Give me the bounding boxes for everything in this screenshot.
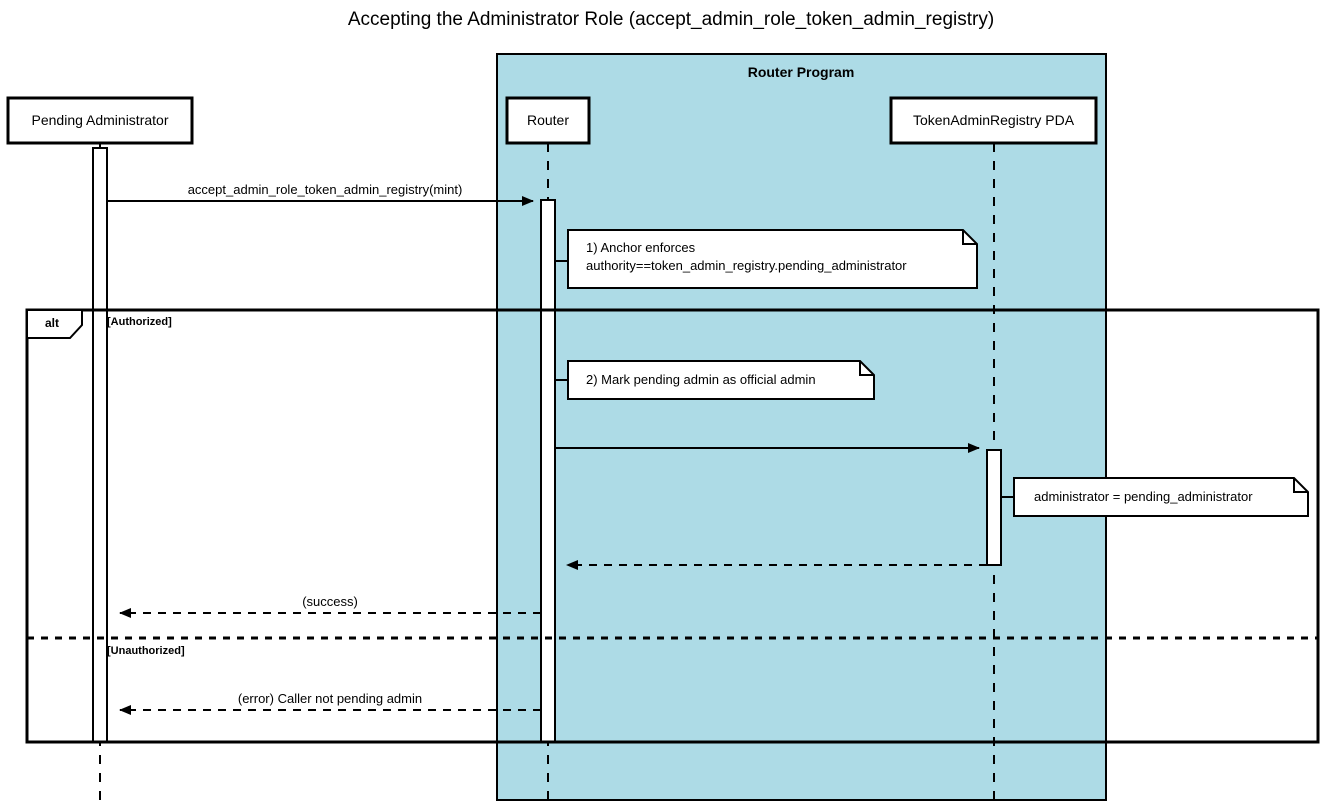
fragment-guard-authorized: [Authorized] bbox=[107, 316, 172, 328]
message-label-success-return: (success) bbox=[302, 594, 358, 609]
note-label-2-line1: 2) Mark pending admin as official admin bbox=[586, 372, 816, 387]
note-label-1-line1: 1) Anchor enforces bbox=[586, 240, 696, 255]
activation-bar-pending-administrator bbox=[92, 147, 108, 743]
note-box-2 bbox=[567, 360, 875, 400]
fragment-frame-alt bbox=[25, 308, 1320, 744]
note-fold-2 bbox=[859, 361, 874, 376]
participant-label-token-admin-registry-pda: TokenAdminRegistry PDA bbox=[912, 112, 1075, 128]
note-label-1-line2: authority==token_admin_registry.pending_… bbox=[586, 258, 907, 273]
participant-box-token-admin-registry-pda[interactable] bbox=[889, 96, 1098, 145]
message-label-error-return: (error) Caller not pending admin bbox=[237, 691, 423, 706]
page-title: Accepting the Administrator Role (accept… bbox=[347, 9, 995, 30]
participant-label-pending-administrator: Pending Administrator bbox=[31, 112, 169, 128]
group-title-router-program: Router Program bbox=[747, 64, 855, 80]
fragment-guard-unauthorized: [Unauthorized] bbox=[107, 645, 185, 657]
note-box-1 bbox=[567, 229, 978, 289]
participant-label-router: Router bbox=[526, 112, 570, 128]
note-fold-3 bbox=[1293, 478, 1308, 493]
activation-bar-token-admin-registry-pda bbox=[986, 449, 1002, 566]
participant-box-router[interactable] bbox=[505, 96, 591, 145]
message-label-accept-admin-role: accept_admin_role_token_admin_registry(m… bbox=[187, 182, 463, 197]
note-box-3 bbox=[1013, 477, 1309, 517]
group-box-router-program bbox=[496, 53, 1107, 801]
participant-box-pending-administrator[interactable] bbox=[6, 96, 194, 145]
activation-bar-router bbox=[540, 199, 556, 743]
note-label-3-line1: administrator = pending_administrator bbox=[1034, 489, 1253, 504]
note-fold-1 bbox=[962, 230, 977, 245]
fragment-operator-label: alt bbox=[44, 316, 59, 330]
fragment-operator-tab bbox=[26, 309, 83, 339]
